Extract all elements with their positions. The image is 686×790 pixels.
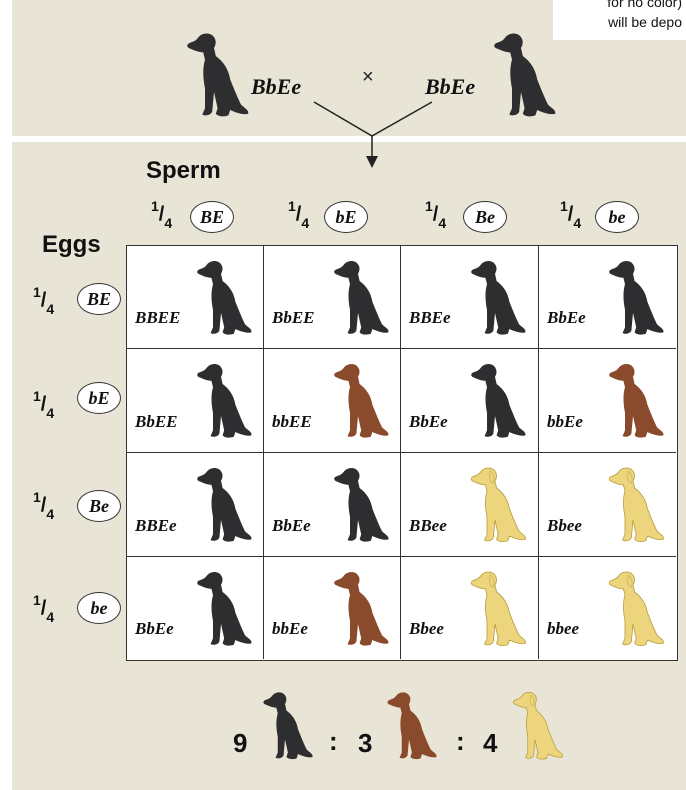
cell-genotype: BbEE bbox=[272, 308, 315, 327]
cell-genotype: bbee bbox=[547, 619, 580, 638]
cell-genotype: bbEe bbox=[547, 412, 583, 431]
cell-genotype: BBEE bbox=[135, 308, 181, 327]
punnett-cell: bbee bbox=[539, 557, 676, 659]
ratio-brown-count: 3 bbox=[358, 728, 373, 758]
sperm-fraction-1: 1/4 bbox=[151, 198, 173, 231]
cell-genotype: bbEE bbox=[272, 412, 312, 431]
cell-genotype: BbEe bbox=[135, 619, 174, 638]
brown-dog-icon bbox=[334, 571, 389, 646]
cell-genotype: Bbee bbox=[409, 619, 444, 638]
ratio-separator-2: : bbox=[456, 726, 465, 756]
punnett-cell: BBEe bbox=[401, 246, 539, 349]
ratio-brown-dog-icon bbox=[387, 692, 437, 760]
cell-genotype: bbEe bbox=[272, 619, 308, 638]
egg-fraction-3: 1/4 bbox=[33, 489, 55, 522]
ratio-separator-1: : bbox=[329, 726, 338, 756]
ratio-black-dog-icon bbox=[263, 692, 313, 760]
eggs-header: Eggs bbox=[42, 231, 101, 258]
punnett-cell: bbEE bbox=[264, 349, 401, 453]
black-dog-icon bbox=[197, 363, 252, 438]
black-dog-icon bbox=[197, 467, 252, 542]
cell-genotype: BBEe bbox=[409, 308, 451, 327]
punnett-cell: Bbee bbox=[539, 453, 676, 557]
egg-gamete-3: Be bbox=[77, 490, 121, 522]
cell-genotype: BbEe bbox=[547, 308, 586, 327]
egg-fraction-1: 1/4 bbox=[33, 284, 55, 317]
cell-genotype: BBEe bbox=[135, 516, 177, 535]
punnett-cell: BBee bbox=[401, 453, 539, 557]
punnett-cell: BbEe bbox=[127, 557, 264, 659]
cell-genotype: BbEe bbox=[272, 516, 311, 535]
punnett-cell: BbEe bbox=[539, 246, 676, 349]
yellow-dog-icon bbox=[470, 467, 526, 543]
yellow-dog-icon bbox=[608, 571, 664, 647]
sperm-fraction-3: 1/4 bbox=[425, 198, 447, 231]
punnett-cell: BbEE bbox=[264, 246, 401, 349]
punnett-cell: Bbee bbox=[401, 557, 539, 659]
black-dog-icon bbox=[334, 260, 389, 335]
punnett-cell: BBEE bbox=[127, 246, 264, 349]
yellow-dog-icon bbox=[608, 467, 664, 543]
punnett-cell: BbEe bbox=[264, 453, 401, 557]
punnett-cell: bbEe bbox=[539, 349, 676, 453]
cross-arrow bbox=[313, 101, 433, 168]
egg-gamete-2: bE bbox=[77, 382, 121, 414]
sperm-gamete-3: Be bbox=[463, 201, 507, 233]
sperm-gamete-4: be bbox=[595, 201, 639, 233]
brown-dog-icon bbox=[334, 363, 389, 438]
brown-dog-icon bbox=[609, 363, 664, 438]
yellow-dog-icon bbox=[470, 571, 526, 647]
sperm-gamete-1: BE bbox=[190, 201, 234, 233]
punnett-cell: bbEe bbox=[264, 557, 401, 659]
black-dog-icon bbox=[334, 467, 389, 542]
sperm-gamete-2: bE bbox=[324, 201, 368, 233]
black-dog-icon bbox=[197, 571, 252, 646]
black-dog-icon bbox=[471, 260, 526, 335]
sperm-fraction-2: 1/4 bbox=[288, 198, 310, 231]
cell-genotype: BbEe bbox=[409, 412, 448, 431]
parent-left-genotype: BbEe bbox=[251, 74, 302, 99]
sperm-header: Sperm bbox=[146, 157, 221, 184]
ratio-yellow-dog-icon bbox=[513, 691, 564, 760]
punnett-cell: BBEe bbox=[127, 453, 264, 557]
black-dog-icon bbox=[609, 260, 664, 335]
note-line-1: for no color) bbox=[607, 0, 682, 10]
cell-genotype: BBee bbox=[409, 516, 447, 535]
egg-fraction-2: 1/4 bbox=[33, 388, 55, 421]
punnett-cell: BbEE bbox=[127, 349, 264, 453]
egg-gamete-4: be bbox=[77, 592, 121, 624]
egg-gamete-1: BE bbox=[77, 283, 121, 315]
black-dog-icon bbox=[471, 363, 526, 438]
cell-genotype: Bbee bbox=[547, 516, 582, 535]
punnett-cell: BbEe bbox=[401, 349, 539, 453]
black-dog-icon bbox=[197, 260, 252, 335]
cross-symbol: × bbox=[362, 66, 374, 88]
sperm-fraction-4: 1/4 bbox=[560, 198, 582, 231]
cropped-note: for no color) will be depo bbox=[553, 0, 686, 40]
cell-genotype: BbEE bbox=[135, 412, 178, 431]
ratio-black-count: 9 bbox=[233, 728, 248, 758]
egg-fraction-4: 1/4 bbox=[33, 592, 55, 625]
parent-right-genotype: BbEe bbox=[425, 74, 476, 99]
ratio-yellow-count: 4 bbox=[483, 728, 498, 758]
note-line-2: will be depo bbox=[608, 14, 682, 30]
